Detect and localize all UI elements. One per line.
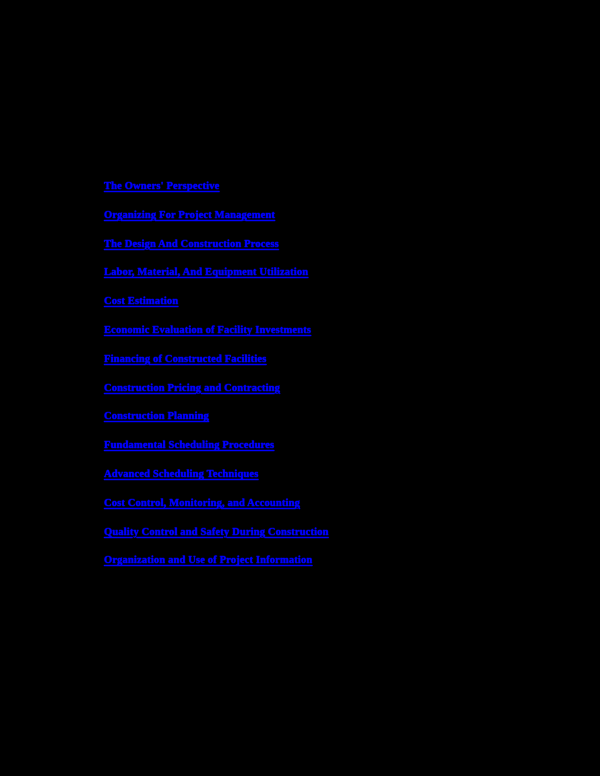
list-item: Economic Evaluation of Facility Investme… xyxy=(104,322,564,351)
toc-link-owners-perspective[interactable]: The Owners' Perspective xyxy=(104,181,220,192)
toc-link-organization-and-use-of-project-information[interactable]: Organization and Use of Project Informat… xyxy=(104,555,313,567)
toc-link-advanced-scheduling-techniques[interactable]: Advanced Scheduling Techniques xyxy=(104,468,259,480)
table-of-contents: The Owners' Perspective Organizing For P… xyxy=(104,178,564,581)
list-item: Financing of Constructed Facilities xyxy=(104,351,564,380)
list-item: Advanced Scheduling Techniques xyxy=(104,466,564,495)
list-item: The Design And Construction Process xyxy=(104,236,564,265)
list-item: Construction Pricing and Contracting xyxy=(104,380,564,409)
toc-link-labor-material-equipment-utilization[interactable]: Labor, Material, And Equipment Utilizati… xyxy=(104,267,309,279)
list-item: Construction Planning xyxy=(104,408,564,437)
toc-link-design-and-construction-process[interactable]: The Design And Construction Process xyxy=(104,238,279,250)
toc-link-cost-estimation[interactable]: Cost Estimation xyxy=(104,296,179,308)
list-item: Quality Control and Safety During Constr… xyxy=(104,524,564,553)
toc-link-cost-control-monitoring-accounting[interactable]: Cost Control, Monitoring, and Accounting xyxy=(104,497,300,509)
list-item: Cost Control, Monitoring, and Accounting xyxy=(104,495,564,524)
toc-link-organizing-for-project-management[interactable]: Organizing For Project Management xyxy=(104,209,276,221)
list-item: Cost Estimation xyxy=(104,293,564,322)
list-item: Organization and Use of Project Informat… xyxy=(104,552,564,581)
toc-link-quality-control-safety-during-construction[interactable]: Quality Control and Safety During Constr… xyxy=(104,526,329,538)
list-item: Fundamental Scheduling Procedures xyxy=(104,437,564,466)
toc-link-financing-constructed-facilities[interactable]: Financing of Constructed Facilities xyxy=(104,353,267,365)
list-item: Organizing For Project Management xyxy=(104,207,564,236)
toc-link-construction-planning[interactable]: Construction Planning xyxy=(104,411,209,423)
list-item: The Owners' Perspective xyxy=(104,178,564,207)
toc-link-economic-evaluation-facility-investments[interactable]: Economic Evaluation of Facility Investme… xyxy=(104,324,312,336)
list-item: Labor, Material, And Equipment Utilizati… xyxy=(104,264,564,293)
toc-link-fundamental-scheduling-procedures[interactable]: Fundamental Scheduling Procedures xyxy=(104,440,275,452)
toc-link-construction-pricing-and-contracting[interactable]: Construction Pricing and Contracting xyxy=(104,382,281,394)
